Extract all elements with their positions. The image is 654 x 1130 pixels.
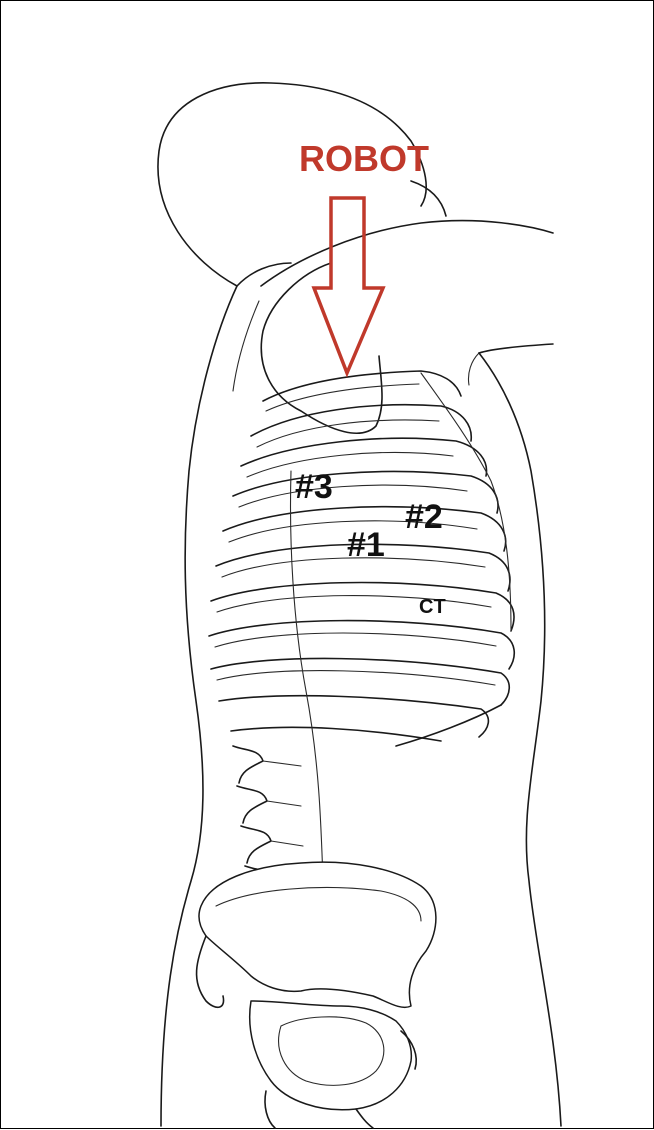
robot-arrow-icon xyxy=(314,198,383,373)
head-outline xyxy=(158,83,426,286)
back-inner-line xyxy=(233,301,259,391)
port-3-label: #3 xyxy=(295,468,333,506)
robot-label: ROBOT xyxy=(299,138,429,179)
port-1-label: #1 xyxy=(347,526,385,564)
axilla-line xyxy=(237,263,291,286)
back-outline xyxy=(161,286,237,1126)
ear-outline xyxy=(411,181,446,216)
pelvis xyxy=(197,862,436,1128)
ct-label: CT xyxy=(419,596,446,618)
vertebral-column xyxy=(233,746,303,881)
axilla-fold xyxy=(468,353,479,385)
arm-lower-outline xyxy=(479,344,553,353)
front-outline xyxy=(479,353,561,1126)
port-2-label: #2 xyxy=(405,498,443,536)
axillary-line xyxy=(291,471,323,881)
